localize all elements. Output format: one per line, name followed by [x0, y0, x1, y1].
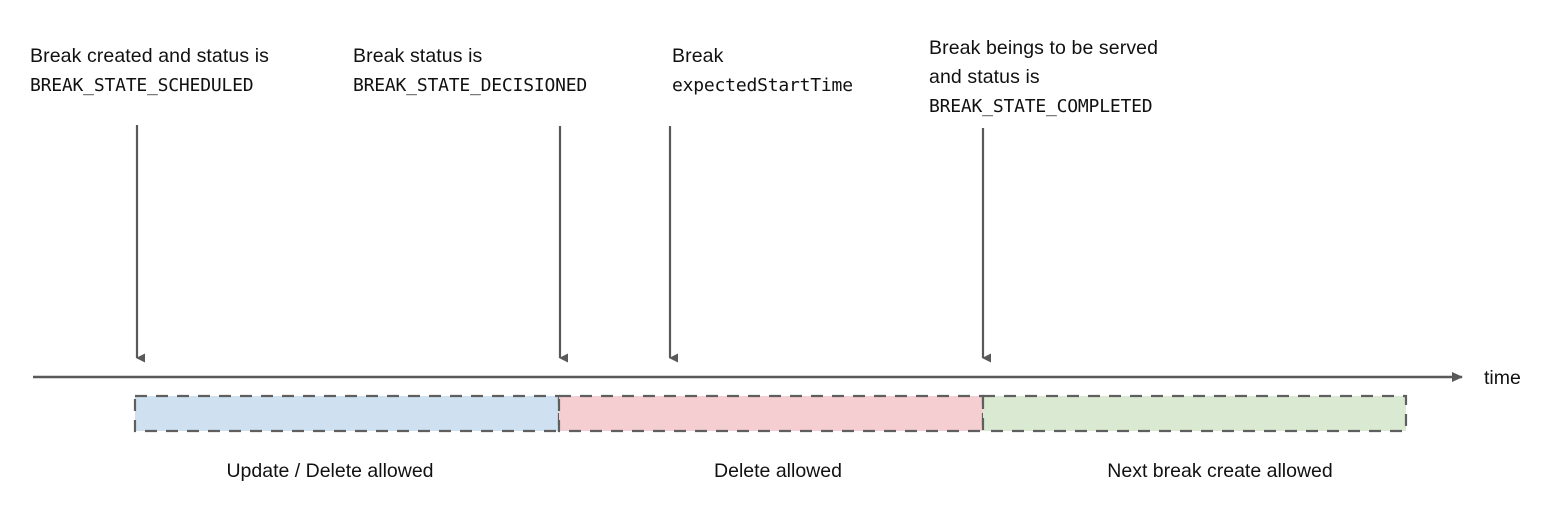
- time-axis-label: time: [1484, 367, 1521, 389]
- event-label-expected-start-text: Break: [672, 45, 724, 67]
- event-label-created-code: BREAK_STATE_SCHEDULED: [30, 75, 254, 96]
- phase-bar-update-delete: [133, 394, 561, 433]
- event-label-decisioned-code: BREAK_STATE_DECISIONED: [353, 75, 588, 96]
- event-label-completed-text-2: and status is: [929, 66, 1040, 88]
- region-caption-next-break: Next break create allowed: [1107, 460, 1333, 482]
- event-label-decisioned: Break status is BREAK_STATE_DECISIONED: [353, 42, 587, 100]
- event-label-completed-code: BREAK_STATE_COMPLETED: [929, 96, 1153, 117]
- event-label-completed-text-1: Break beings to be served: [929, 37, 1159, 59]
- event-label-expected-start-code: expectedStartTime: [672, 75, 853, 96]
- event-label-created-text: Break created and status is: [30, 45, 269, 67]
- event-label-decisioned-text: Break status is: [353, 45, 483, 67]
- event-label-created: Break created and status is BREAK_STATE_…: [30, 42, 269, 100]
- region-caption-update-delete: Update / Delete allowed: [226, 460, 434, 482]
- event-label-expected-start: Break expectedStartTime: [672, 42, 853, 100]
- region-caption-delete-only: Delete allowed: [714, 460, 842, 482]
- phase-bar-delete-only: [557, 394, 985, 433]
- event-label-completed: Break beings to be served and status is …: [929, 34, 1158, 121]
- phase-bar-next-break: [981, 394, 1408, 433]
